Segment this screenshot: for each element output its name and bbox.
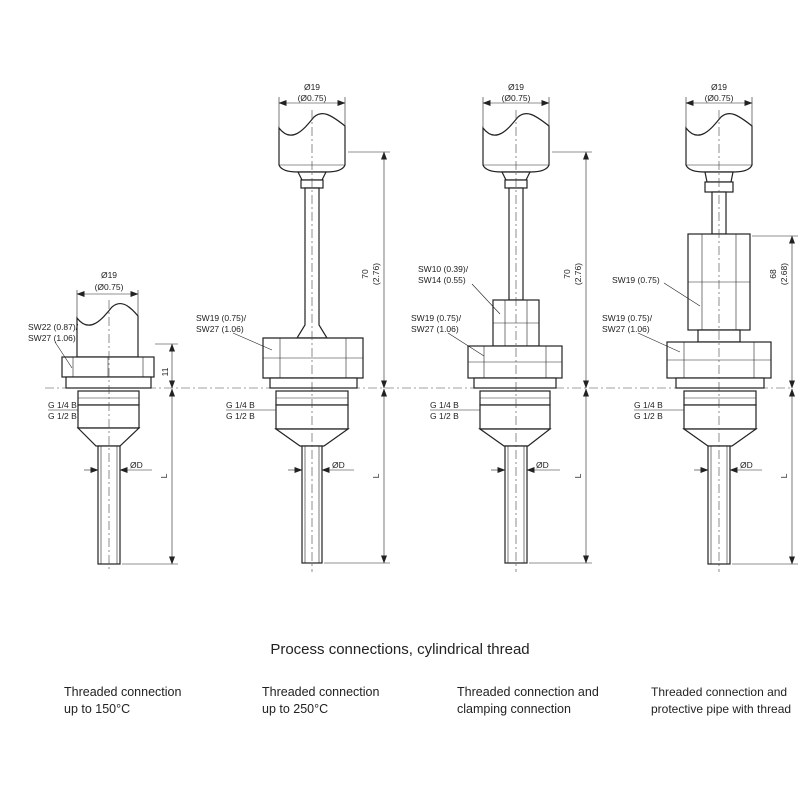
thread-label-1: G 1/4 B: [48, 400, 77, 410]
upper-hex-label-1: SW10 (0.39)/: [418, 264, 469, 274]
variant-3-caption-line2: clamping connection: [457, 702, 571, 716]
upper-hex-label-2: SW14 (0.55): [418, 275, 466, 285]
hex-label-1: SW22 (0.87)/: [28, 322, 79, 332]
hex-label-2: SW27 (1.06): [196, 324, 244, 334]
hex-label-2: SW27 (1.06): [28, 333, 76, 343]
flange: [675, 377, 765, 389]
head-top: [76, 303, 139, 358]
variant-2-caption: Threaded connection up to 250°C: [262, 684, 379, 718]
height-dim-mm: 68: [768, 269, 778, 279]
variant-2-caption-line2: up to 250°C: [262, 702, 329, 716]
length-label: L: [573, 473, 583, 478]
top-diameter-in: (Ø0.75): [95, 282, 124, 292]
stem-diameter: ØD: [740, 460, 753, 470]
thread-label-1: G 1/4 B: [430, 400, 459, 410]
variant-4-caption-line1: Threaded connection and: [651, 685, 788, 699]
top-diameter-mm: Ø19: [711, 82, 727, 92]
flange: [65, 376, 152, 389]
variant-3-caption-line1: Threaded connection and: [457, 685, 599, 699]
top-diameter-in: (Ø0.75): [705, 93, 734, 103]
top-diameter-in: (Ø0.75): [502, 93, 531, 103]
hex-label-1: SW19 (0.75)/: [196, 313, 247, 323]
top-diameter-mm: Ø19: [101, 270, 117, 280]
height-dim-mm: 70: [562, 269, 572, 279]
height-dim-in: (2.68): [779, 263, 789, 285]
height-dim-in: (2.76): [371, 263, 381, 285]
variant-3-drawing: Ø19 (Ø0.75) SW10 (0.39)/ SW14 (0.55) SW1…: [411, 82, 592, 572]
variant-3-caption: Threaded connection and clamping connect…: [457, 684, 599, 718]
variant-4-caption: Threaded connection and protective pipe …: [651, 684, 791, 718]
hex-label-1: SW19 (0.75)/: [411, 313, 462, 323]
variant-1-drawing: Ø19 (Ø0.75) SW22 (0.87)/ SW27 (1.06) 11 …: [28, 270, 178, 572]
length-label: L: [159, 473, 169, 478]
top-diameter-mm: Ø19: [304, 82, 320, 92]
thread-label-2: G 1/2 B: [430, 411, 459, 421]
flange: [269, 377, 358, 389]
variant-2-caption-line1: Threaded connection: [262, 685, 380, 699]
length-label: L: [371, 473, 381, 478]
hex-label-2: SW27 (1.06): [411, 324, 459, 334]
top-diameter-in: (Ø0.75): [298, 93, 327, 103]
stem-diameter: ØD: [332, 460, 345, 470]
hex-label-2: SW27 (1.06): [602, 324, 650, 334]
upper-hex-label: SW19 (0.75): [612, 275, 660, 285]
thread-label-1: G 1/4 B: [226, 400, 255, 410]
thread-label-2: G 1/2 B: [226, 411, 255, 421]
variant-1-caption: Threaded connection up to 150°C: [64, 684, 181, 718]
diagram-title: Process connections, cylindrical thread: [270, 641, 530, 658]
height-dim: 11: [160, 367, 170, 376]
height-dim-in: (2.76): [573, 263, 583, 285]
variant-1-caption-line1: Threaded connection: [64, 685, 182, 699]
hex-label-1: SW19 (0.75)/: [602, 313, 653, 323]
variant-2-drawing: Ø19 (Ø0.75) SW19 (0.75)/ SW27 (1.06) 70 …: [196, 82, 390, 572]
variant-1-caption-line2: up to 150°C: [64, 702, 131, 716]
height-dim-mm: 70: [360, 269, 370, 279]
stem-diameter: ØD: [130, 460, 143, 470]
variant-4-caption-line2: protective pipe with thread: [651, 702, 792, 716]
thread-label-2: G 1/2 B: [634, 411, 663, 421]
variant-4-drawing: Ø19 (Ø0.75) SW19 (0.75) SW19 (0.75)/ SW2…: [602, 82, 798, 572]
thread-label-1: G 1/4 B: [634, 400, 663, 410]
top-diameter-mm: Ø19: [508, 82, 524, 92]
thread-label-2: G 1/2 B: [48, 411, 77, 421]
flange: [473, 377, 557, 389]
stem-diameter: ØD: [536, 460, 549, 470]
length-label: L: [779, 473, 789, 478]
